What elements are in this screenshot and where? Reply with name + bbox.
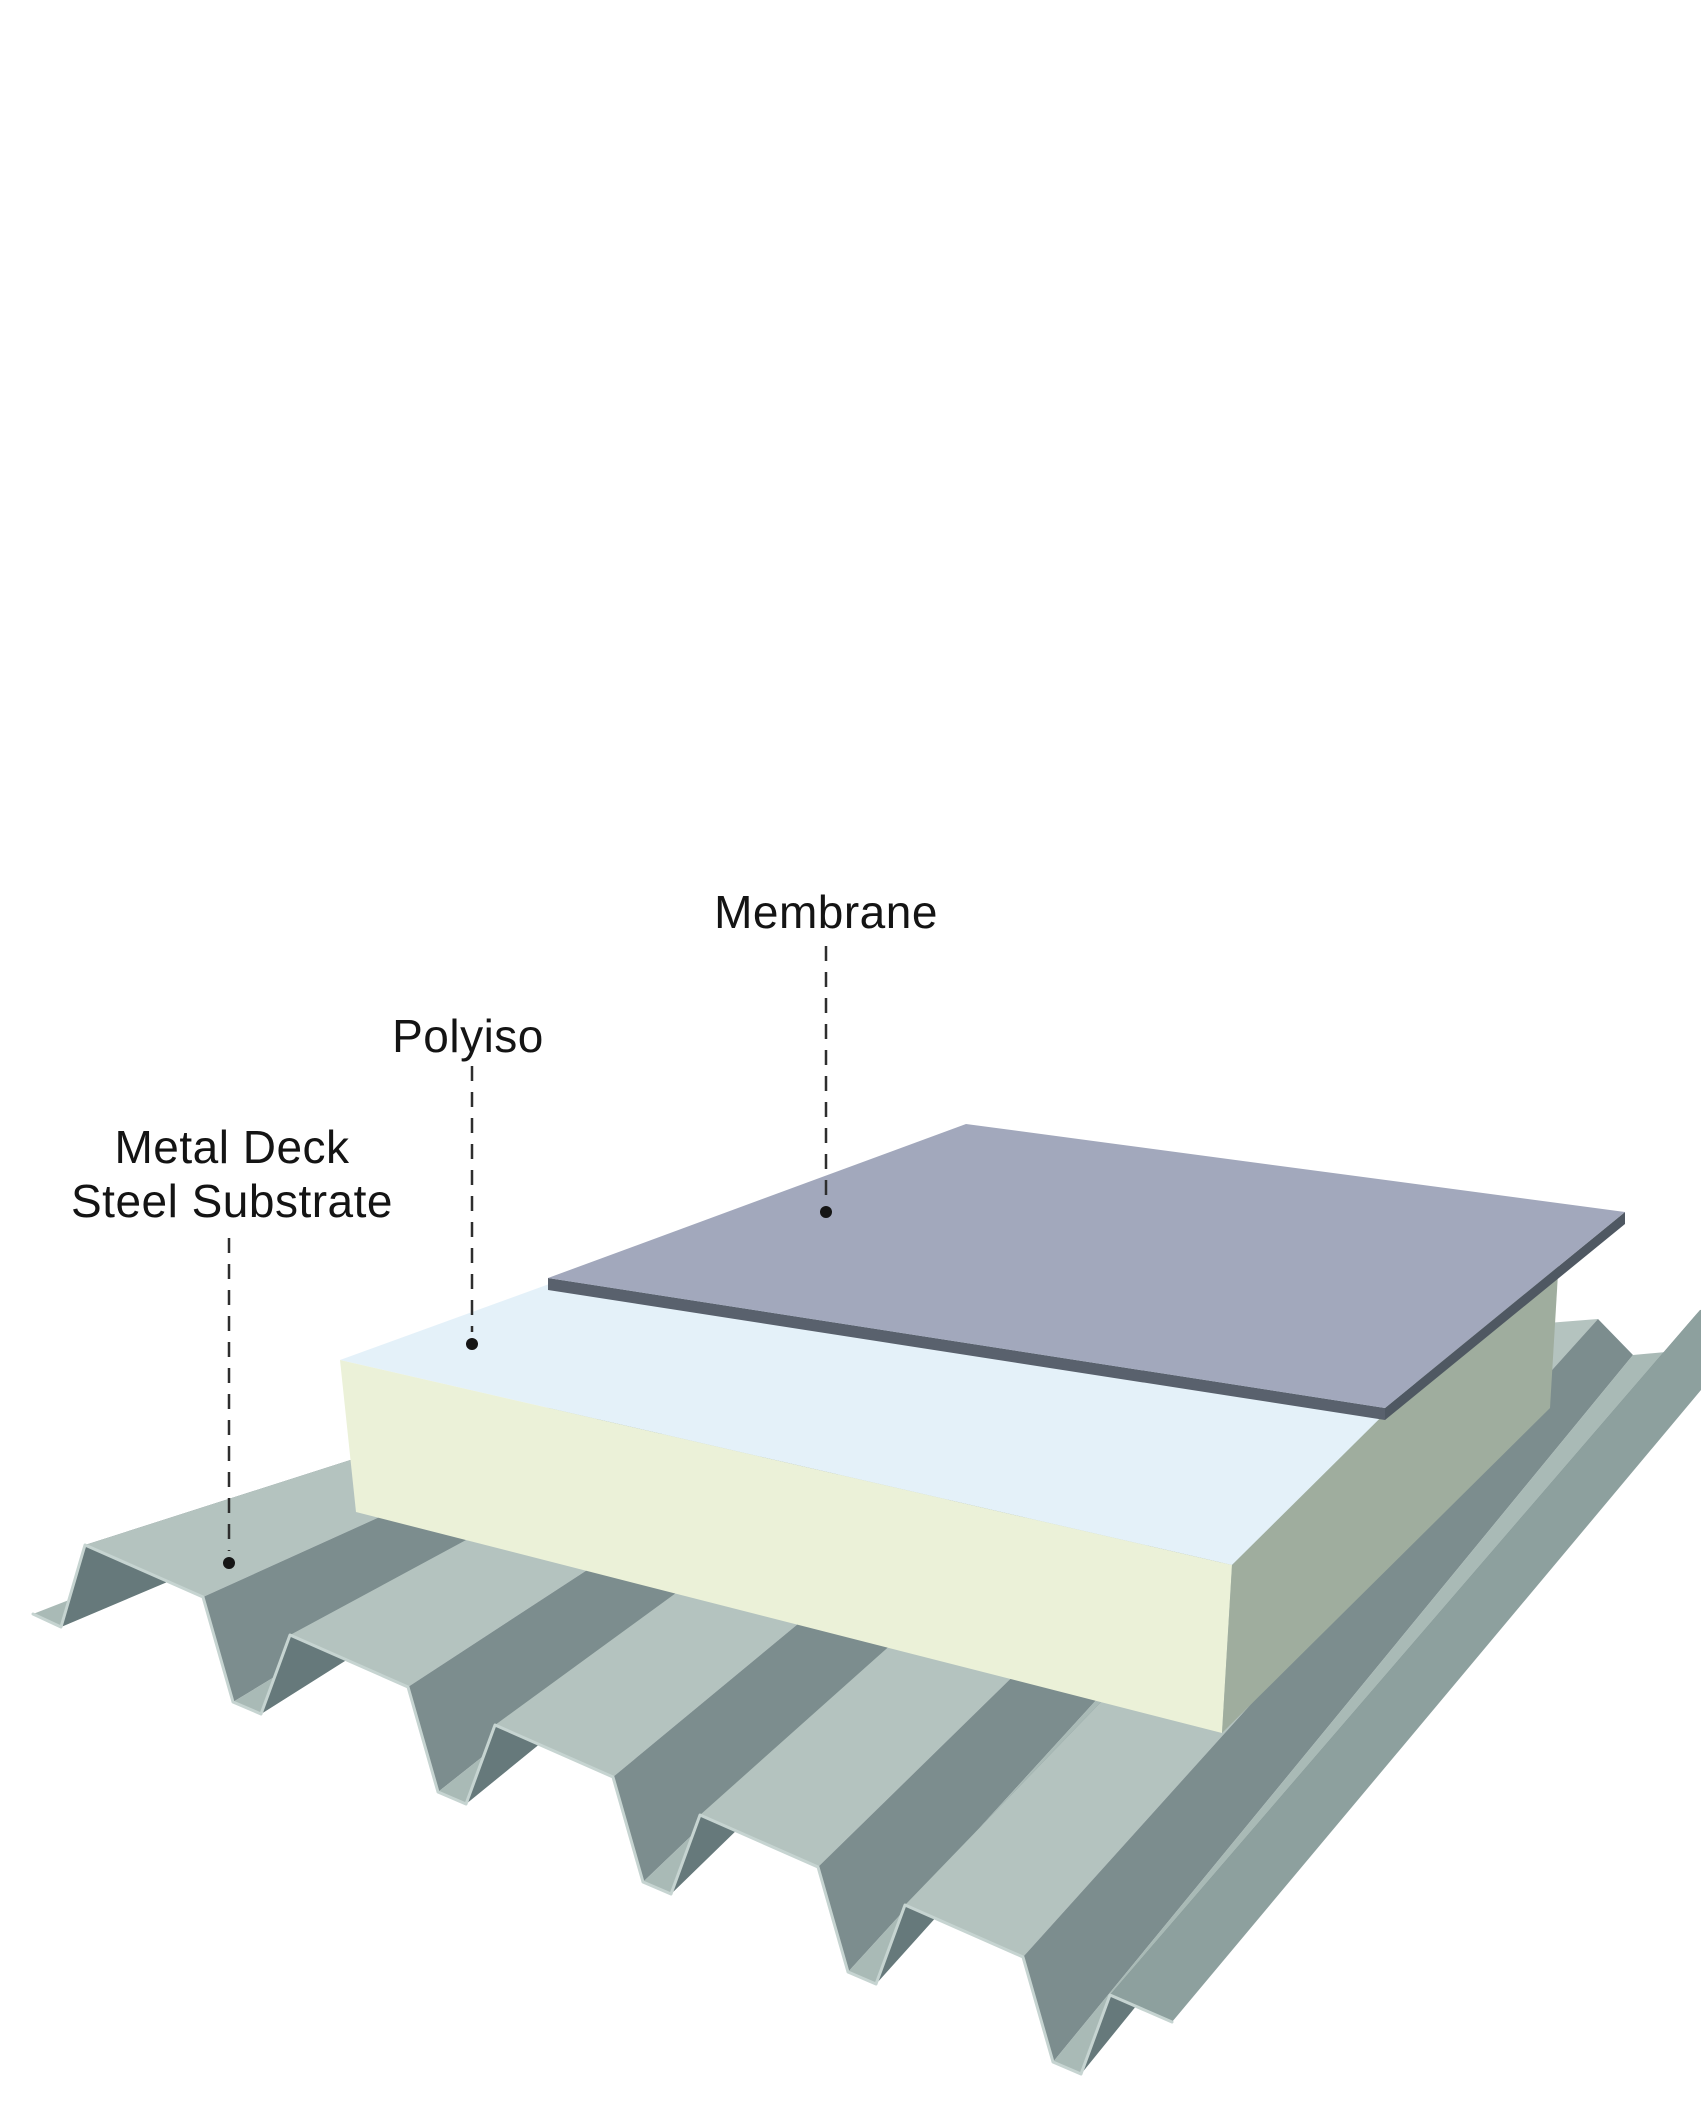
membrane-front-edge [548,1278,1385,1420]
membrane-right-edge [1385,1212,1625,1420]
membrane-layer [548,1124,1625,1420]
labels: Membrane Polyiso Metal Deck Steel Substr… [71,886,938,1227]
membrane-label: Membrane [714,886,938,938]
metal-deck-label-line1: Metal Deck [114,1121,350,1173]
metal-deck-leader-dot [223,1557,235,1569]
polyiso-right-face [1222,1240,1560,1733]
leader-lines [223,946,832,1569]
deck-web-down [1023,1319,1633,2062]
deck-front-profile-edge [31,1543,1174,2076]
polyiso-leader-dot [466,1338,478,1350]
polyiso-label: Polyiso [392,1010,544,1062]
membrane-leader-dot [820,1206,832,1218]
polyiso-front-face [340,1360,1232,1733]
deck-far-flange [1110,1309,1701,2022]
membrane-top-face [548,1124,1625,1408]
metal-deck-label-line2: Steel Substrate [71,1175,393,1227]
